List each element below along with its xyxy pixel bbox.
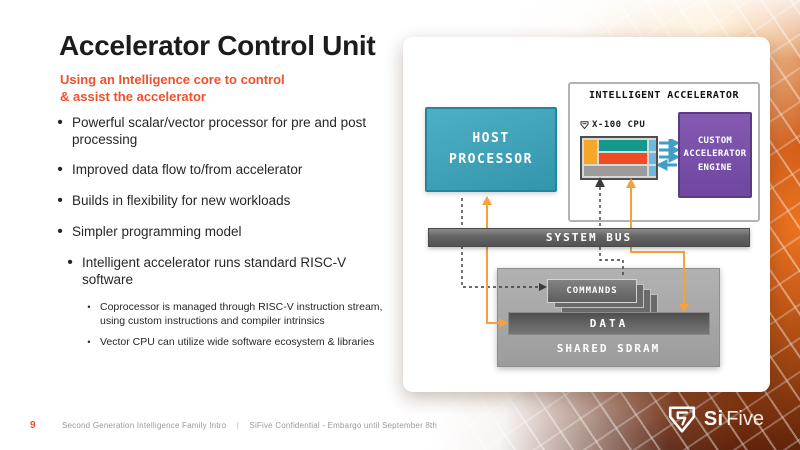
bullet-dot: • — [87, 302, 91, 312]
sifive-logo: Si Five — [667, 404, 764, 434]
bullet-dot: • — [57, 114, 63, 131]
logo-text-si: Si — [703, 407, 724, 430]
bullet-item: • Improved data flow to/from accelerator — [56, 161, 416, 179]
bullet-dot: • — [87, 337, 91, 348]
page-subtitle: Using an Intelligence core to control & … — [60, 72, 285, 106]
engine-line: ACCELERATOR — [683, 149, 747, 160]
footer-intro: Second Generation Intelligence Family In… — [62, 421, 227, 430]
bullet-dot: • — [57, 192, 63, 209]
bullet-item-level3: • Coprocessor is managed through RISC-V … — [86, 301, 416, 328]
commands-stack: COMMANDS — [547, 279, 662, 321]
bullet-item: • Simpler programming model — [56, 223, 416, 241]
cpu-label-text: X-100 CPU — [592, 120, 646, 130]
cpu-segment-teal — [599, 140, 647, 151]
bullet-item-level2: • Intelligent accelerator runs standard … — [66, 254, 416, 288]
page-number: 9 — [30, 420, 36, 431]
page-title: Accelerator Control Unit — [59, 30, 376, 61]
cpu-engine-arrows-icon — [658, 139, 678, 171]
intelligent-accelerator-title: INTELLIGENT ACCELERATOR — [589, 90, 739, 101]
bullet-text: Powerful scalar/vector processor for pre… — [72, 115, 367, 147]
data-bar: DATA — [508, 312, 710, 335]
arrowhead — [482, 196, 492, 205]
commands-card: COMMANDS — [547, 279, 637, 303]
custom-accelerator-engine-box: CUSTOM ACCELERATOR ENGINE — [678, 112, 752, 198]
bullet-text: Vector CPU can utilize wide software eco… — [100, 336, 375, 349]
bullet-text: Improved data flow to/from accelerator — [72, 162, 303, 177]
cpu-segment-gray — [584, 166, 647, 176]
engine-line: CUSTOM — [697, 136, 733, 147]
engine-line: ENGINE — [697, 162, 733, 173]
footer-separator: | — [236, 421, 239, 430]
cpu-segment-amber — [584, 140, 597, 164]
cpu-segment-red — [599, 153, 647, 164]
bullet-item: • Powerful scalar/vector processor for p… — [56, 114, 416, 148]
cpu-segment-blue — [649, 153, 656, 164]
bullet-list: • Powerful scalar/vector processor for p… — [56, 114, 416, 358]
footer-text: Second Generation Intelligence Family In… — [62, 421, 437, 430]
bullet-dot: • — [57, 223, 63, 240]
bullet-text: Simpler programming model — [72, 224, 242, 239]
sifive-logo-icon — [668, 406, 695, 433]
bullet-text: Coprocessor is managed through RISC-V in… — [100, 301, 383, 327]
cpu-label: X-100 CPU — [580, 120, 645, 130]
subtitle-line-1: Using an Intelligence core to control — [60, 72, 285, 87]
host-processor-box: HOST PROCESSOR — [425, 107, 557, 192]
diagram-card: INTELLIGENT ACCELERATOR X-100 CPU — [403, 37, 770, 392]
bullet-item-level3: • Vector CPU can utilize wide software e… — [86, 336, 416, 350]
intelligent-accelerator-box: INTELLIGENT ACCELERATOR X-100 CPU — [568, 82, 760, 222]
bullet-text: Builds in flexibility for new workloads — [72, 193, 291, 208]
cpu-segment-blue — [649, 140, 656, 151]
subtitle-line-2: & assist the accelerator — [60, 88, 206, 104]
x100-cpu-block — [580, 136, 658, 180]
footer-confidential: SiFive Confidential - Embargo until Sept… — [249, 421, 438, 430]
bullet-dot: • — [57, 161, 63, 178]
system-bus: SYSTEM BUS — [428, 228, 750, 247]
bullet-text: Intelligent accelerator runs standard RI… — [82, 255, 347, 287]
logo-text-five: Five — [726, 407, 764, 430]
sifive-core-icon — [580, 121, 589, 130]
bullet-dot: • — [67, 254, 73, 271]
cpu-segment-blue — [649, 166, 656, 176]
shared-sdram-label: SHARED SDRAM — [556, 342, 661, 355]
bullet-item: • Builds in flexibility for new workload… — [56, 192, 416, 210]
